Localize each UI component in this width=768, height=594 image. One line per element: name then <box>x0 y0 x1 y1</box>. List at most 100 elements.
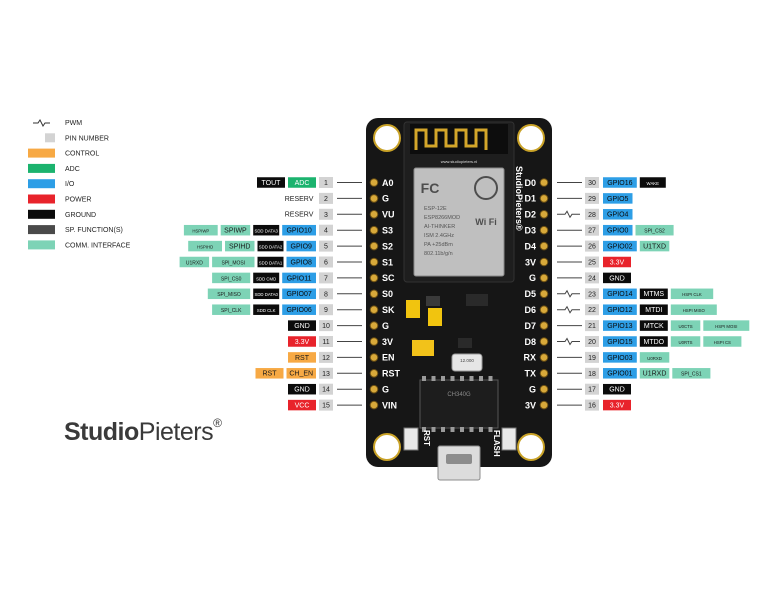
module-text-line: AI-THINKER <box>424 224 455 230</box>
right-pin-silk: D3 <box>524 226 536 236</box>
right-pin-silk: D2 <box>524 210 536 220</box>
left-pin-6-label-box <box>179 256 210 268</box>
right-pin-number: 24 <box>588 275 596 282</box>
right-pin-label: GPIO14 <box>607 291 632 298</box>
left-pin-4-label-box <box>183 224 218 236</box>
left-pin-13-label-box <box>286 368 316 379</box>
right-pin-number-box <box>585 208 599 220</box>
right-pin-label: GPIO15 <box>607 339 632 346</box>
tantalum-capacitor <box>428 308 442 326</box>
left-pin-number-box <box>319 304 333 316</box>
right-header-pin <box>539 384 549 394</box>
right-pin-label: U1TXD <box>643 244 666 251</box>
chip-pin <box>422 376 426 381</box>
studiopieters-logo: StudioPieters® <box>64 415 222 446</box>
left-pin-silk: VIN <box>382 400 397 410</box>
left-pin-number: 1 <box>324 180 328 187</box>
chip-pin <box>469 376 474 381</box>
right-pin-silk: D8 <box>524 337 536 347</box>
left-pin-number: 6 <box>324 260 328 267</box>
chip-pin <box>450 427 455 432</box>
left-pin-number: 10 <box>322 323 330 330</box>
right-pin-label: GPIO03 <box>607 355 632 362</box>
left-pin-number-box <box>319 192 333 204</box>
right-pin-label: MTDO <box>643 339 664 346</box>
right-pin-number-box <box>585 256 599 268</box>
right-pin-10-label-box <box>670 320 701 331</box>
left-pin-number: 7 <box>324 275 328 282</box>
right-header-pin <box>539 273 549 283</box>
chip-pin <box>488 427 493 432</box>
right-header-pin <box>539 178 549 187</box>
left-pin-label: GPIO8 <box>291 259 313 266</box>
left-pin-label: SDD CMD <box>256 276 276 281</box>
right-pin-14-label-box <box>603 383 631 395</box>
pwm-wave-icon <box>557 305 580 314</box>
left-pin-15-label-box <box>288 399 316 411</box>
right-pin-silk: D4 <box>524 241 536 251</box>
left-pin-5-label-box <box>225 240 255 252</box>
left-pin-number-box <box>319 177 333 188</box>
right-pin-2-label-box <box>603 193 633 204</box>
left-pin-4-label-box <box>220 224 251 236</box>
regulator-chip <box>466 294 488 306</box>
left-pin-number-box <box>319 224 333 236</box>
right-pin-11-label-box <box>639 336 668 347</box>
right-pin-label: SPI_CS2 <box>644 229 665 235</box>
legend-label-io: I/O <box>65 181 75 188</box>
right-pin-silk: D5 <box>524 289 536 299</box>
left-pin-7-label-box <box>253 272 280 284</box>
left-pin-number: 13 <box>322 371 330 378</box>
legend-label-special: SP. FUNCTION(S) <box>65 227 123 234</box>
left-pin-8-label-box <box>282 288 316 300</box>
left-pin-number: 4 <box>324 228 328 235</box>
right-pin-label: HSPI MOSI <box>715 324 737 329</box>
left-pin-label: GPIO07 <box>286 291 311 298</box>
left-pin-silk: S1 <box>382 257 393 267</box>
left-header-pin <box>369 369 379 378</box>
legend-label-pwm: PWM <box>65 120 82 127</box>
right-pin-6-label-box <box>603 256 631 268</box>
right-pin-number-box <box>585 272 599 284</box>
antenna-trace <box>414 128 488 150</box>
left-pin-8-label-box <box>253 288 280 300</box>
left-pin-label: GPIO9 <box>291 244 313 251</box>
left-pin-silk: G <box>382 385 389 395</box>
left-pin-8-label-box <box>207 288 251 300</box>
chip-pin <box>422 427 426 432</box>
right-pin-5-label-box <box>603 240 637 252</box>
left-pin-silk: S0 <box>382 289 393 299</box>
board-brand-vertical: StudioPieters® <box>514 166 524 231</box>
antenna-url-text: www.studiopieters.nl <box>441 159 478 164</box>
left-pin-7-label-box <box>212 272 251 284</box>
left-pin-label: SPI_MISO <box>217 292 241 298</box>
module-text-line: ESP-12E <box>424 206 447 212</box>
pwm-wave-icon <box>557 210 580 219</box>
rst-button <box>403 427 419 451</box>
left-pin-number-box <box>319 351 333 363</box>
right-header-pin <box>539 194 549 203</box>
right-pin-number-box <box>585 399 599 411</box>
left-header-pin <box>369 241 379 251</box>
wifi-mark: Wi Fi <box>475 217 496 227</box>
chip-pin <box>431 376 436 381</box>
left-pin-label: SDD DATA3 <box>254 229 278 234</box>
right-pin-4-label-box <box>603 224 633 236</box>
right-pin-number-box <box>585 320 599 332</box>
left-pin-label: SPIWP <box>224 228 247 235</box>
mounting-hole <box>517 124 545 152</box>
right-pin-label: U1RXD <box>643 371 667 378</box>
right-pin-silk: RX <box>523 353 536 363</box>
legend-label-control: CONTROL <box>65 151 99 158</box>
right-pin-label: MTMS <box>643 291 664 298</box>
left-header-pin <box>369 305 379 315</box>
chip-pin <box>441 376 445 381</box>
module-text-line: 802.11b/g/n <box>424 251 453 257</box>
left-pin-label: HSPIWP <box>192 229 209 234</box>
chip-pin <box>460 427 464 432</box>
right-pin-10-label-box <box>703 320 750 331</box>
right-pin-11-label-box <box>670 336 701 347</box>
left-pin-11-label-box <box>288 336 316 347</box>
chip-pin <box>479 427 483 432</box>
